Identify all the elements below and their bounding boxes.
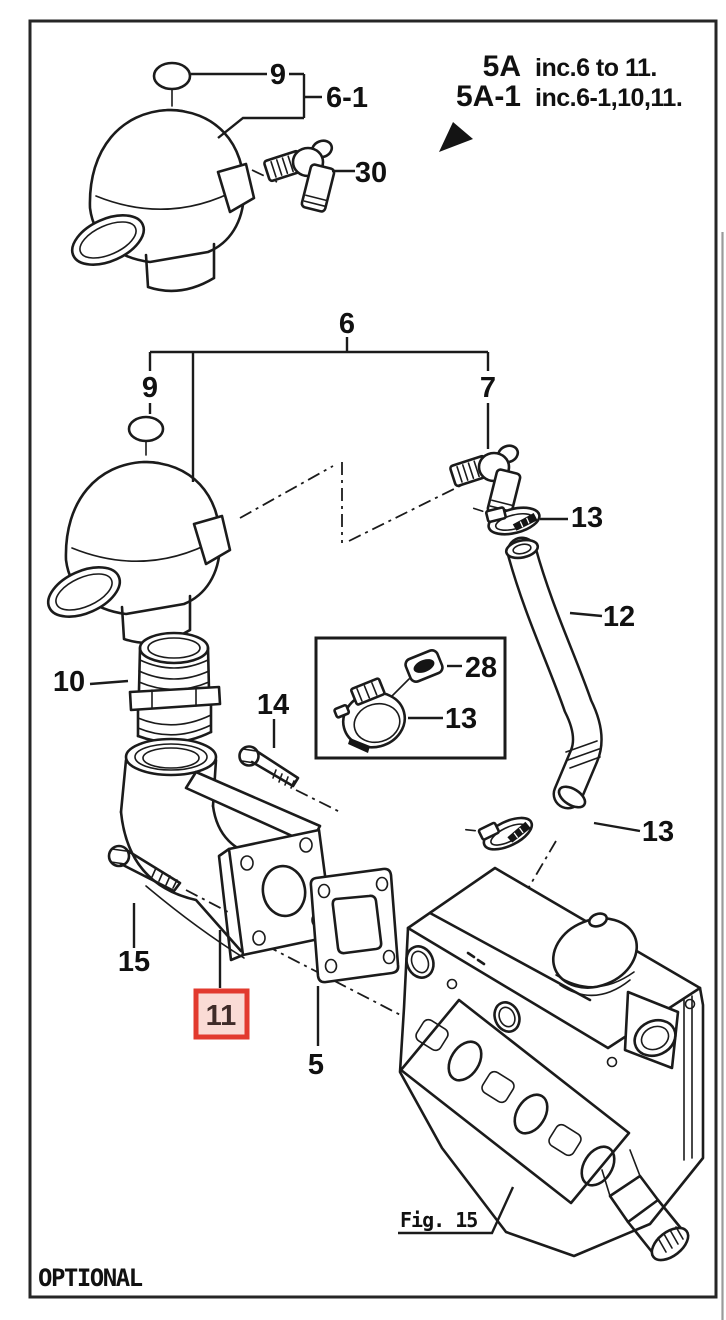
cap-9-mid-drawing: [127, 415, 165, 443]
bolt-15-drawing: [107, 844, 182, 893]
direction-arrow-icon: [439, 122, 473, 152]
note-desc-1: inc.6 to 11.: [535, 54, 657, 82]
callout-9-mid[interactable]: 9: [142, 372, 158, 404]
note-code-2: 5A-1: [456, 80, 521, 113]
figure-reference[interactable]: Fig. 15: [398, 1186, 515, 1235]
header-note: 5A inc.6 to 11. 5A-1 inc.6-1,10,11.: [456, 50, 683, 113]
callout-5[interactable]: 5: [308, 1049, 324, 1081]
clamp-13-inset-drawing: [333, 677, 407, 753]
note-code-1: 5A: [483, 50, 521, 83]
figure-ref-label[interactable]: Fig. 15: [400, 1208, 478, 1232]
cap-9-top-drawing: [152, 61, 192, 91]
gasket-5-drawing: [309, 867, 400, 984]
callout-13-lower[interactable]: 13: [642, 816, 674, 848]
cap-28-drawing: [404, 649, 444, 683]
callout-15[interactable]: 15: [118, 946, 150, 978]
leader-lines: [89, 72, 641, 1046]
callout-12[interactable]: 12: [603, 601, 635, 633]
figure-ref-leader: [398, 1186, 515, 1235]
highlight-fill: [196, 991, 247, 1037]
fitting-10-drawing: [128, 631, 222, 744]
callout-6[interactable]: 6: [339, 308, 355, 340]
note-desc-2: inc.6-1,10,11.: [535, 84, 682, 112]
callout-labels: 9 6-1 30 6 9 7 13 12 28 13 10 14 15 5 13: [53, 59, 674, 1081]
callout-30[interactable]: 30: [355, 157, 387, 189]
hose-12-drawing: [504, 536, 603, 810]
callout-13-upper[interactable]: 13: [571, 502, 603, 534]
callout-9-top[interactable]: 9: [270, 59, 286, 91]
bolt-14-drawing: [238, 745, 300, 789]
callout-7[interactable]: 7: [480, 372, 496, 404]
mid-assembly-drawing: [39, 415, 523, 645]
optional-note: OPTIONAL: [38, 1264, 143, 1292]
elbow-pipe-11-drawing: [119, 737, 335, 962]
highlight-part-11[interactable]: 11: [193, 988, 250, 1040]
callout-11-highlighted[interactable]: 11: [206, 1000, 237, 1032]
engine-block-drawing: [398, 866, 705, 1262]
callout-13-inset[interactable]: 13: [445, 703, 477, 735]
inset-detail-box: [314, 636, 507, 760]
callout-28[interactable]: 28: [465, 652, 497, 684]
highlight-border: [193, 988, 250, 1040]
callout-14[interactable]: 14: [257, 689, 289, 721]
top-assembly-drawing: [63, 61, 337, 293]
callout-10[interactable]: 10: [53, 666, 85, 698]
callout-6-1[interactable]: 6-1: [326, 82, 368, 114]
